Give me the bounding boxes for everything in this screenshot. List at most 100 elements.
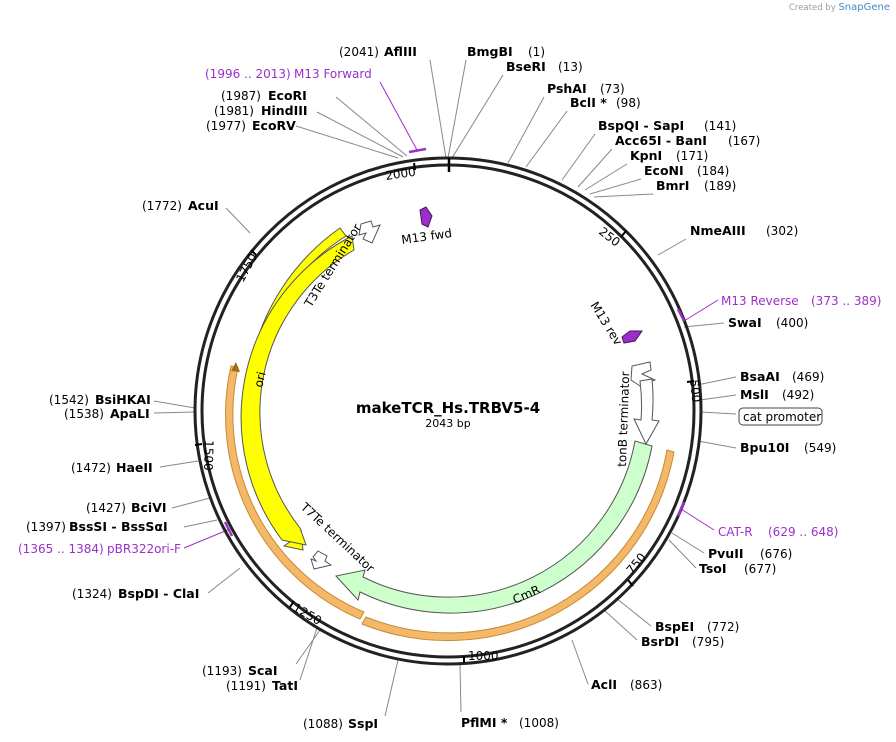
leader-line-bspqi <box>561 133 596 181</box>
leader-line-bsaai <box>696 376 737 386</box>
tick-label-2000: 2000 <box>384 165 416 183</box>
site-bcivi-name[interactable]: BciVI <box>131 500 167 515</box>
site-afliii-name[interactable]: AflIII <box>384 44 417 59</box>
site-tsoi-pos: (677) <box>744 562 776 576</box>
primer-bar-m13-reverse <box>676 308 686 322</box>
site-acc65i-bani-pos: (167) <box>728 134 760 148</box>
site-econi-name[interactable]: EcoNI <box>644 163 684 178</box>
leader-line-hindiii <box>316 111 404 158</box>
site-apali-name[interactable]: ApaLI <box>110 406 150 421</box>
tick-label-1750: 1750 <box>233 251 260 285</box>
leader-line-acli <box>571 639 589 685</box>
site-bmri-name[interactable]: BmrI <box>656 178 689 193</box>
leader-line-bsssi <box>183 519 218 528</box>
leader-line-kpni <box>584 163 628 191</box>
site-acli-name[interactable]: AclI <box>591 677 617 692</box>
leader-line-m13fwd <box>379 81 418 151</box>
leader-line-cat <box>699 411 737 415</box>
site-hindiii-name[interactable]: HindIII <box>261 103 308 118</box>
site-bspei-pos: (772) <box>707 620 739 634</box>
t3te-terminator-arrow <box>358 220 381 244</box>
site-bseri-pos: (13) <box>558 60 583 74</box>
site-bmgbi-name[interactable]: BmgBI <box>467 44 513 59</box>
site-pvuii-pos: (676) <box>760 547 792 561</box>
cmr-feature <box>335 440 653 614</box>
tick-250 <box>620 230 627 238</box>
leader-line-acc65i <box>577 148 613 188</box>
leader-line-pvuii <box>671 532 705 554</box>
brand-created-by: Created by <box>788 3 836 13</box>
site-pflmi-name[interactable]: PflMI * <box>461 715 508 730</box>
site-scai-name[interactable]: ScaI <box>248 663 278 678</box>
site-acc65i-bani-name[interactable]: Acc65I - BanI <box>615 133 707 148</box>
leader-line-apali <box>153 411 196 414</box>
site-tsoi-name[interactable]: TsoI <box>699 561 727 576</box>
site-bpu10i-name[interactable]: Bpu10I <box>740 440 789 455</box>
tick-label-500: 500 <box>687 379 703 403</box>
leader-line-bcivi <box>171 497 211 509</box>
leader-line-bspdi <box>207 567 241 594</box>
ori-label: ori <box>251 370 268 389</box>
tick-500 <box>686 380 695 383</box>
primer-m13-forward-name[interactable]: M13 Forward <box>294 67 372 81</box>
site-bspei-name[interactable]: BspEI <box>655 619 694 634</box>
m13-rev-label: M13 rev <box>587 299 625 348</box>
site-ecorv-name[interactable]: EcoRV <box>252 118 296 133</box>
leader-line-afliii <box>429 59 447 159</box>
site-bcli-name[interactable]: BclI * <box>570 95 607 110</box>
tick-marks <box>194 162 695 663</box>
leader-line-haeii <box>159 460 199 468</box>
orange-band-left <box>225 365 365 620</box>
site-tati-name[interactable]: TatI <box>272 678 298 693</box>
site-pvuii-name[interactable]: PvuII <box>708 546 744 561</box>
snapgene-brand: Created by SnapGene <box>789 2 890 13</box>
site-haeii-name[interactable]: HaeII <box>116 460 153 475</box>
leader-line-swai <box>683 322 725 328</box>
site-bsssi-name[interactable]: BssSI - BssSαI <box>69 519 168 534</box>
site-bspdi-clai-name[interactable]: BspDI - ClaI <box>118 586 199 601</box>
site-bspqi-sapi-name[interactable]: BspQI - SapI <box>598 118 684 133</box>
leader-line-pbr <box>183 528 231 549</box>
site-pshai-name[interactable]: PshAI <box>547 81 587 96</box>
site-sspi-name[interactable]: SspI <box>348 716 378 731</box>
cat-promoter-box <box>738 407 823 426</box>
site-acui-name[interactable]: AcuI <box>188 198 219 213</box>
primer-bars <box>223 147 686 537</box>
site-swai-name[interactable]: SwaI <box>728 315 762 330</box>
site-ecori-name[interactable]: EcoRI <box>268 88 307 103</box>
site-bsaai-name[interactable]: BsaAI <box>740 369 780 384</box>
cat-promoter-label: cat promoter <box>743 410 821 424</box>
site-bsihkai-pos: (1542) <box>49 393 89 407</box>
brand-app: SnapGene <box>838 2 890 13</box>
primer-cat-r-pos: (629 .. 648) <box>768 525 838 539</box>
leader-line-scai <box>295 629 321 665</box>
m13-fwd-arrow <box>419 206 433 228</box>
site-bcli-pos: (98) <box>616 96 641 110</box>
site-bsrdi-name[interactable]: BsrDI <box>641 634 679 649</box>
site-bseri-name[interactable]: BseRI <box>506 59 546 74</box>
site-msli-pos: (492) <box>782 388 814 402</box>
primer-bar-cat-r <box>676 501 686 517</box>
site-sspi-pos: (1088) <box>303 717 343 731</box>
orange-band-right <box>361 449 675 642</box>
primer-cat-r-name[interactable]: CAT-R <box>718 525 753 539</box>
leader-line-ecorv <box>295 125 399 159</box>
leader-line-bpu10i <box>697 440 737 449</box>
tick-2000 <box>413 162 416 171</box>
tonb-terminator-label: tonB terminator <box>615 371 632 467</box>
site-bpu10i-pos: (549) <box>804 441 836 455</box>
site-kpni-name[interactable]: KpnI <box>630 148 662 163</box>
site-nmeaiii-name[interactable]: NmeAIII <box>690 223 746 238</box>
primer-m13-reverse-name[interactable]: M13 Reverse <box>721 294 799 308</box>
site-bspqi-sapi-pos: (141) <box>704 119 736 133</box>
leader-line-bcli <box>525 110 568 168</box>
leader-line-bseri <box>451 74 504 159</box>
site-bsihkai-name[interactable]: BsiHKAI <box>95 392 151 407</box>
leader-line-msli <box>699 394 737 401</box>
site-msli-name[interactable]: MslI <box>740 387 769 402</box>
leader-line-bmgbi <box>447 59 467 159</box>
site-haeii-pos: (1472) <box>71 461 111 475</box>
primer-pbr322ori-f-name[interactable]: pBR322ori-F <box>107 542 181 556</box>
tick-label-1000: 1000 <box>468 649 499 663</box>
